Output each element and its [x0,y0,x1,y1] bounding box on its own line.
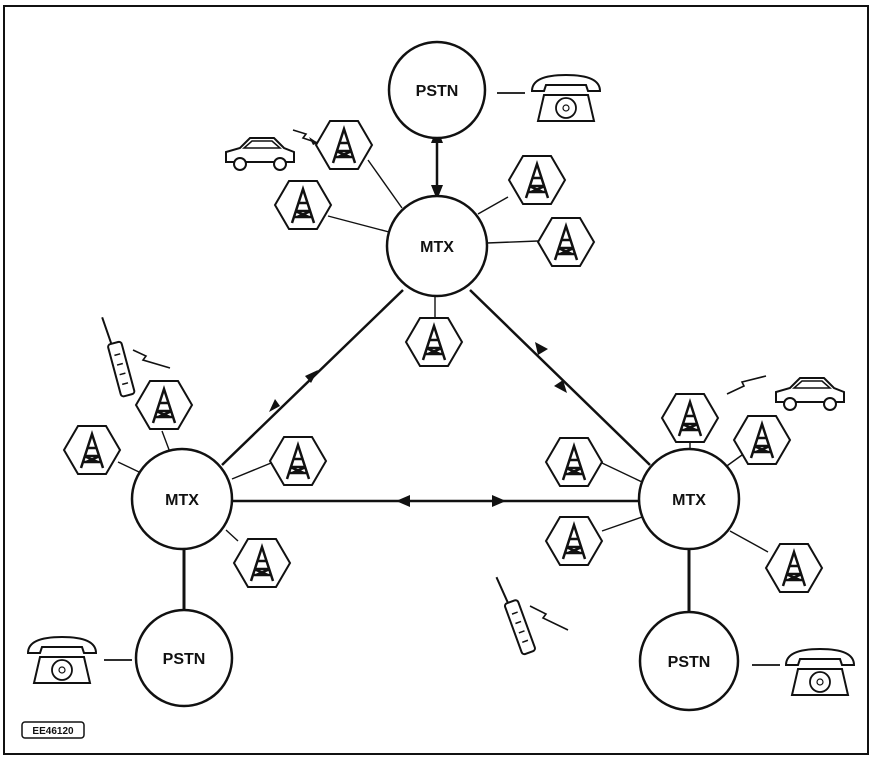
radio-links [132,129,767,631]
radio-tower-icon [764,542,824,594]
pstn-node-left: PSTN [134,608,234,708]
radio-tower-icon [62,424,122,476]
telephone-icon [27,636,97,684]
link-arrow [554,380,567,393]
radio-tower-icon [314,119,374,171]
telephone-icon [531,74,601,122]
radio-tower-icon [232,537,292,589]
radio-tower-icon [732,414,792,466]
radio-tower-icon [268,435,328,487]
handheld-phone-icon [99,313,136,398]
figure-code-text: EE46120 [32,726,74,737]
radio-tower-icon [544,515,604,567]
figure-code: EE46120 [21,721,85,739]
pstn-label: PSTN [416,83,459,100]
pstn-node-right: PSTN [638,610,740,712]
mtx-label: MTX [420,239,454,256]
radio-tower-icon [507,154,567,206]
telephone-icon [785,648,855,696]
mtx-trunk-links [221,289,651,507]
radio-tower-icon [544,436,604,488]
radio-tower-icon [536,216,596,268]
mtx-node-top: MTX [385,194,489,298]
mtx-label: MTX [165,492,199,509]
pstn-node-top: PSTN [387,40,487,140]
mtx-label: MTX [672,492,706,509]
link-arrow [492,495,506,507]
radio-tower-icon [660,392,720,444]
pstn-label: PSTN [668,654,711,671]
link-arrow [535,342,548,355]
link-arrow [305,370,318,383]
link-arrow [269,399,280,412]
handheld-phone-icon [493,572,537,656]
pstn-label: PSTN [163,651,206,668]
radio-tower-icon [404,316,464,368]
radio-tower-icon [273,179,333,231]
pstn-links [104,92,780,666]
car-icon [775,377,845,411]
figure-border [3,5,869,755]
base-station-spokes [117,159,769,553]
mtx-node-right: MTX [637,447,741,551]
car-icon [225,137,295,171]
mtx-node-left: MTX [130,447,234,551]
radio-tower-icon [134,379,194,431]
link-arrow [396,495,410,507]
